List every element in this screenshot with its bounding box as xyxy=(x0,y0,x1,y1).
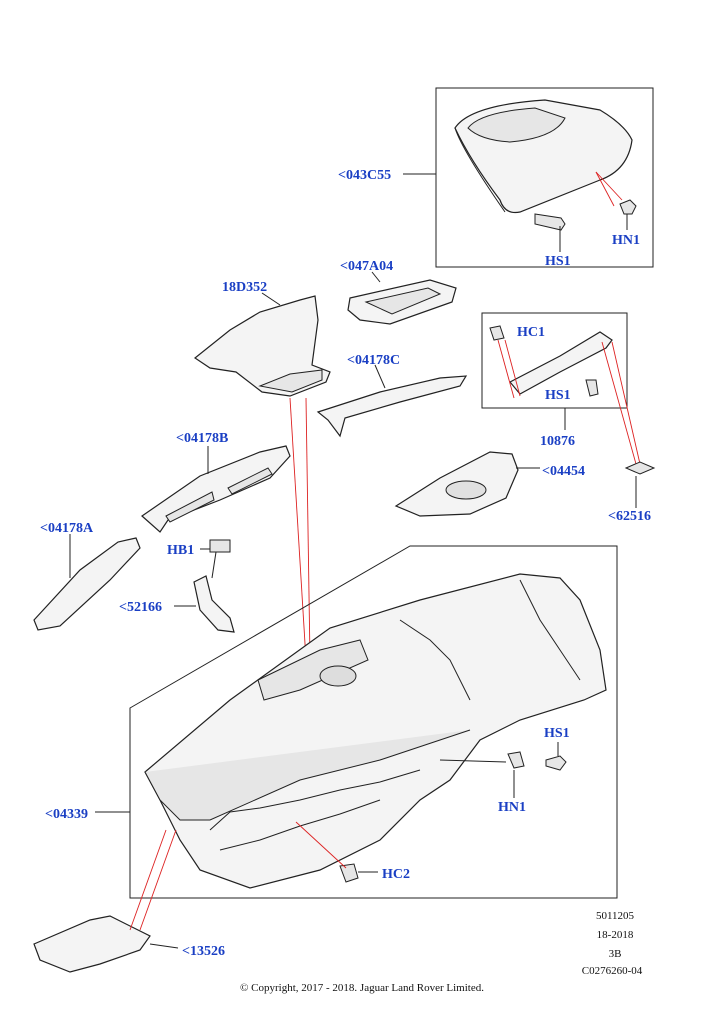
label-HN1-top[interactable]: HN1 xyxy=(612,233,640,248)
label-047A04[interactable]: <047A04 xyxy=(340,259,393,274)
label-HS1-mid[interactable]: HS1 xyxy=(545,388,571,403)
label-HB1[interactable]: HB1 xyxy=(167,543,194,558)
part-13526-panel xyxy=(33,915,151,973)
part-52166-bracket xyxy=(193,575,235,633)
label-10876[interactable]: 10876 xyxy=(540,434,575,449)
part-HS1-screw-top xyxy=(534,213,566,231)
meta-line-3: 3B xyxy=(608,948,622,960)
part-04178C-trim xyxy=(316,375,468,438)
part-HB1-bolt xyxy=(209,539,231,553)
meta-line-2: 18-2018 xyxy=(596,929,634,941)
part-18D352-duct xyxy=(193,295,331,397)
callout-box-10876 xyxy=(481,312,628,409)
part-HC1-clip xyxy=(489,325,505,341)
part-62516-clip xyxy=(624,461,656,475)
label-HS1-top[interactable]: HS1 xyxy=(545,254,571,269)
part-04339-dashboard xyxy=(144,573,607,889)
part-HC2-clip xyxy=(339,863,359,883)
label-04454[interactable]: <04454 xyxy=(542,464,585,479)
label-13526[interactable]: <13526 xyxy=(182,944,225,959)
meta-line-4: C0276260-04 xyxy=(581,965,643,977)
label-04339[interactable]: <04339 xyxy=(45,807,88,822)
meta-line-1: 5011205 xyxy=(595,910,635,922)
part-HS1-screw-low xyxy=(545,755,567,771)
label-043C55[interactable]: <043C55 xyxy=(338,168,391,183)
part-10876-vent xyxy=(509,331,613,395)
part-043C55-opening xyxy=(467,107,566,143)
label-HC1[interactable]: HC1 xyxy=(517,325,545,340)
part-HN1-clip-low xyxy=(507,751,525,769)
label-18D352[interactable]: 18D352 xyxy=(222,280,267,295)
callout-box-043C55 xyxy=(435,87,654,268)
part-HN1-clip-top xyxy=(619,199,637,215)
label-HC2[interactable]: HC2 xyxy=(382,867,410,882)
label-62516[interactable]: <62516 xyxy=(608,509,651,524)
part-HS1-screw-mid xyxy=(585,379,599,397)
label-HS1-low[interactable]: HS1 xyxy=(544,726,570,741)
callout-box-04339 xyxy=(129,545,618,899)
label-04178C[interactable]: <04178C xyxy=(347,353,400,368)
part-04178B-trim xyxy=(141,445,291,533)
label-52166[interactable]: <52166 xyxy=(119,600,162,615)
part-04178A-trim xyxy=(33,537,141,631)
label-04178B[interactable]: <04178B xyxy=(176,431,228,446)
label-HN1-low[interactable]: HN1 xyxy=(498,800,526,815)
label-04178A[interactable]: <04178A xyxy=(40,521,94,536)
copyright-text: © Copyright, 2017 - 2018. Jaguar Land Ro… xyxy=(240,982,484,994)
